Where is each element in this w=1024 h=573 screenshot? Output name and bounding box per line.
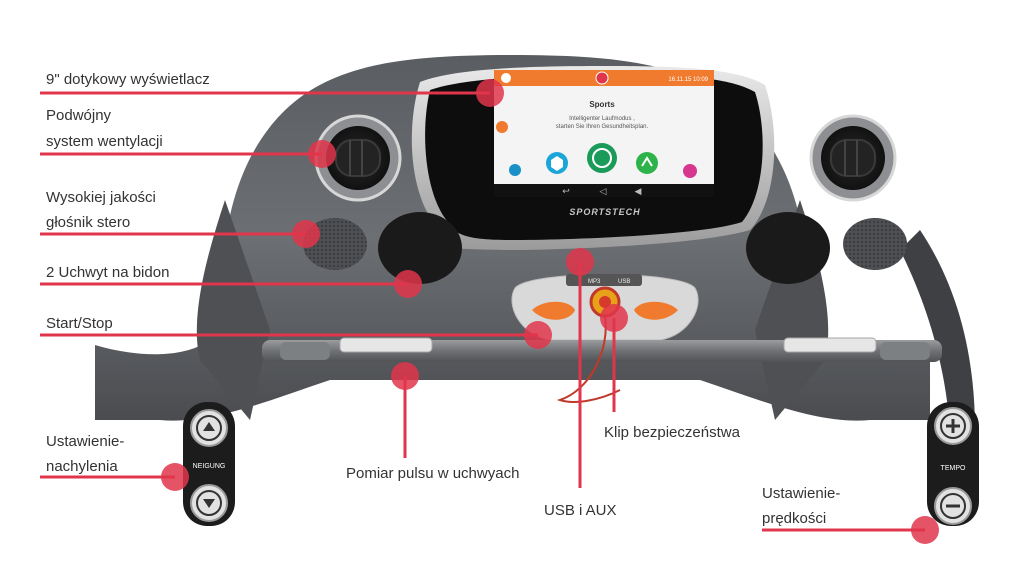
- marker-speed: [911, 516, 939, 544]
- label-incline-line2: nachylenia: [46, 458, 118, 475]
- calendar-icon[interactable]: [683, 164, 697, 178]
- touchscreen[interactable]: [494, 70, 714, 197]
- incline-control: NEIGUNG: [183, 402, 235, 526]
- settings-icon[interactable]: [509, 164, 521, 176]
- label-ventilation-line1: Podwójny: [46, 107, 112, 124]
- safety-clip-icon: [599, 296, 611, 308]
- left-grip: [280, 342, 330, 360]
- soccer-ball-icon[interactable]: [587, 143, 617, 173]
- volume-up-icon[interactable]: ◀: [635, 186, 642, 196]
- chevron-down-icon: [203, 499, 215, 508]
- label-bottle: 2 Uchwyt na bidon: [46, 264, 170, 281]
- user-avatar-icon[interactable]: [595, 71, 609, 85]
- right-fan: [809, 114, 897, 202]
- label-startstop: Start/Stop: [46, 315, 113, 332]
- timer-icon[interactable]: [496, 121, 508, 133]
- safety-clip-cord: [556, 315, 621, 403]
- port-usb-label: USB: [618, 279, 630, 285]
- marker-ventilation: [308, 140, 336, 168]
- label-display: 9" dotykowy wyświetlacz: [46, 71, 210, 88]
- label-usb: USB i AUX: [544, 502, 617, 519]
- right-grip: [880, 342, 930, 360]
- callouts: [40, 91, 925, 532]
- label-speed-line2: prędkości: [762, 510, 827, 527]
- screen-subtitle-line1: Intelligenter Laufmodus ,: [569, 116, 635, 122]
- callout-markers: [161, 79, 939, 544]
- wifi-icon: [501, 73, 511, 83]
- marker-display: [476, 79, 504, 107]
- screen-title: Sports: [589, 100, 615, 109]
- label-pulse: Pomiar pulsu w uchwyach: [346, 465, 520, 482]
- nav-bar: [494, 184, 714, 197]
- marker-speaker: [292, 220, 320, 248]
- label-speaker-line1: Wysokiej jakości: [46, 189, 156, 206]
- incline-label: NEIGUNG: [193, 463, 226, 470]
- label-speaker-line2: głośnik stero: [46, 214, 131, 231]
- speed-control: TEMPO: [927, 402, 979, 526]
- screen-subtitle-line2: starten Sie Ihren Gesundheitsplan.: [556, 124, 649, 130]
- left-bottle-holder: [378, 212, 462, 284]
- right-upright: [900, 230, 975, 430]
- speed-label: TEMPO: [941, 465, 966, 472]
- right-speaker: [843, 218, 907, 270]
- console-left-side: [196, 200, 270, 420]
- hexagon-icon[interactable]: [546, 152, 568, 174]
- marker-incline: [161, 463, 189, 491]
- marker-pulse: [391, 362, 419, 390]
- label-incline-line1: Ustawienie-: [46, 433, 125, 450]
- marker-bottle: [394, 270, 422, 298]
- left-pulse-sensor: [339, 337, 433, 353]
- start-button[interactable]: [532, 301, 575, 320]
- back-icon[interactable]: ↩: [562, 186, 570, 196]
- port-mp3-label: MP3: [588, 279, 601, 285]
- marker-startstop: [524, 321, 552, 349]
- stop-button[interactable]: [634, 301, 678, 320]
- port-panel: [566, 274, 642, 286]
- volume-down-icon[interactable]: ◁: [600, 186, 607, 196]
- marker-usb: [566, 248, 594, 276]
- plus-icon: [946, 419, 960, 433]
- label-speed-line1: Ustawienie-: [762, 485, 841, 502]
- screen-datetime: 16.11.15 10:09: [668, 77, 708, 83]
- marker-clip: [600, 304, 628, 332]
- label-clip: Klip bezpieczeństwa: [604, 424, 740, 441]
- runner-icon[interactable]: [636, 152, 658, 174]
- right-bottle-holder: [746, 212, 830, 284]
- chevron-up-icon: [203, 422, 215, 431]
- label-ventilation-line2: system wentylacji: [46, 133, 163, 150]
- brand-logo: SPORTSTECH: [569, 207, 640, 217]
- left-fan: [314, 114, 402, 202]
- right-pulse-sensor: [783, 337, 877, 353]
